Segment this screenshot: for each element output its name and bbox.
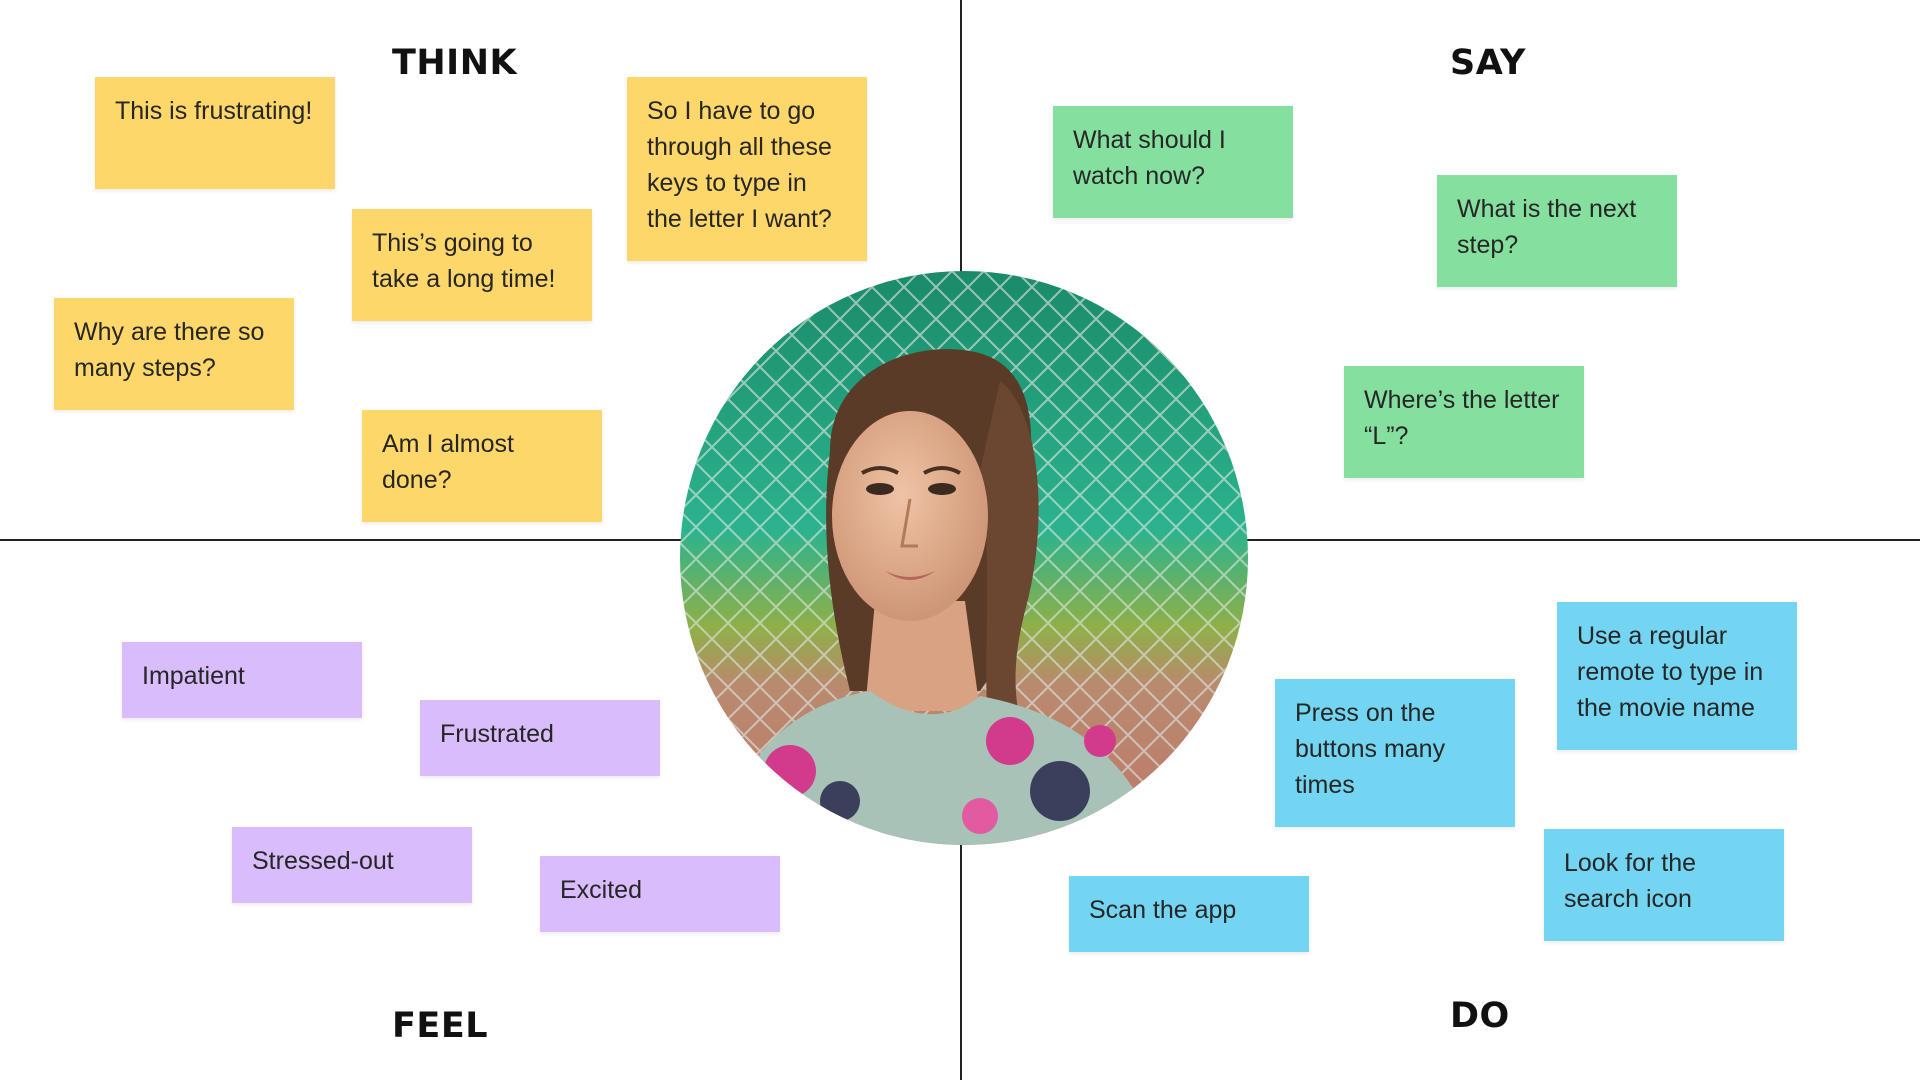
do-note[interactable]: Look for the search icon	[1544, 829, 1784, 941]
say-note[interactable]: What should I watch now?	[1053, 106, 1293, 218]
think-note[interactable]: Am I almost done?	[362, 410, 602, 522]
do-note[interactable]: Use a regular remote to type in the movi…	[1557, 602, 1797, 750]
do-note[interactable]: Scan the app	[1069, 876, 1309, 952]
feel-note[interactable]: Frustrated	[420, 700, 660, 776]
say-note[interactable]: Where’s the letter “L”?	[1344, 366, 1584, 478]
think-title: THINK	[392, 43, 518, 83]
think-note[interactable]: So I have to go through all these keys t…	[627, 77, 867, 261]
think-note[interactable]: Why are there so many steps?	[54, 298, 294, 410]
feel-note[interactable]: Excited	[540, 856, 780, 932]
do-title: DO	[1450, 996, 1510, 1036]
feel-note[interactable]: Stressed-out	[232, 827, 472, 903]
feel-note[interactable]: Impatient	[122, 642, 362, 718]
think-note[interactable]: This is frustrating!	[95, 77, 335, 189]
think-note[interactable]: This’s going to take a long time!	[352, 209, 592, 321]
say-title: SAY	[1450, 43, 1526, 83]
do-note[interactable]: Press on the buttons many times	[1275, 679, 1515, 827]
feel-title: FEEL	[392, 1006, 489, 1046]
persona-photo	[680, 271, 1248, 845]
say-note[interactable]: What is the next step?	[1437, 175, 1677, 287]
